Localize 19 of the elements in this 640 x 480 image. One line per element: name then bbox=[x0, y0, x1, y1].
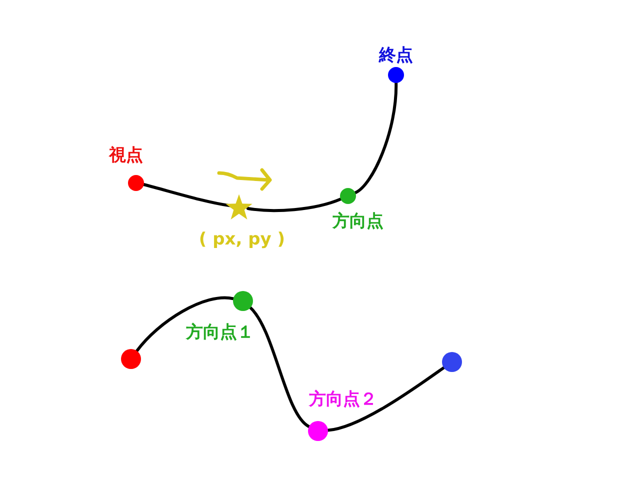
curve-line bbox=[246, 198, 342, 212]
star-marker bbox=[225, 193, 253, 221]
point-dot bbox=[308, 421, 328, 441]
curve-line bbox=[354, 82, 398, 194]
point-label: 方向点１ bbox=[186, 324, 254, 342]
point-label: 終点 bbox=[379, 46, 413, 66]
point-dot bbox=[340, 188, 356, 204]
point-label: 方向点 bbox=[332, 212, 384, 232]
point-label: ( px, py ) bbox=[198, 230, 286, 250]
point-dot bbox=[128, 174, 144, 190]
point-dot bbox=[233, 291, 253, 311]
curve-line bbox=[326, 366, 446, 432]
point-dot bbox=[442, 352, 462, 372]
curve-line bbox=[248, 306, 310, 428]
point-dot bbox=[388, 67, 404, 83]
point-label: 視点 bbox=[109, 146, 143, 166]
point-dot bbox=[121, 349, 141, 369]
point-label: 方向点２ bbox=[309, 390, 377, 410]
curve-line bbox=[135, 296, 235, 352]
